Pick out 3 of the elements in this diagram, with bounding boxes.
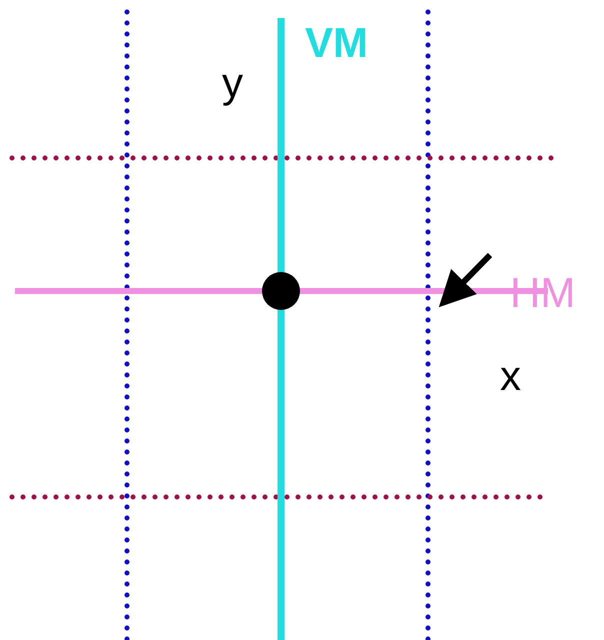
axis-label: x [500, 355, 521, 397]
axis-label: y [222, 62, 243, 104]
axis-label: VM [305, 22, 368, 64]
